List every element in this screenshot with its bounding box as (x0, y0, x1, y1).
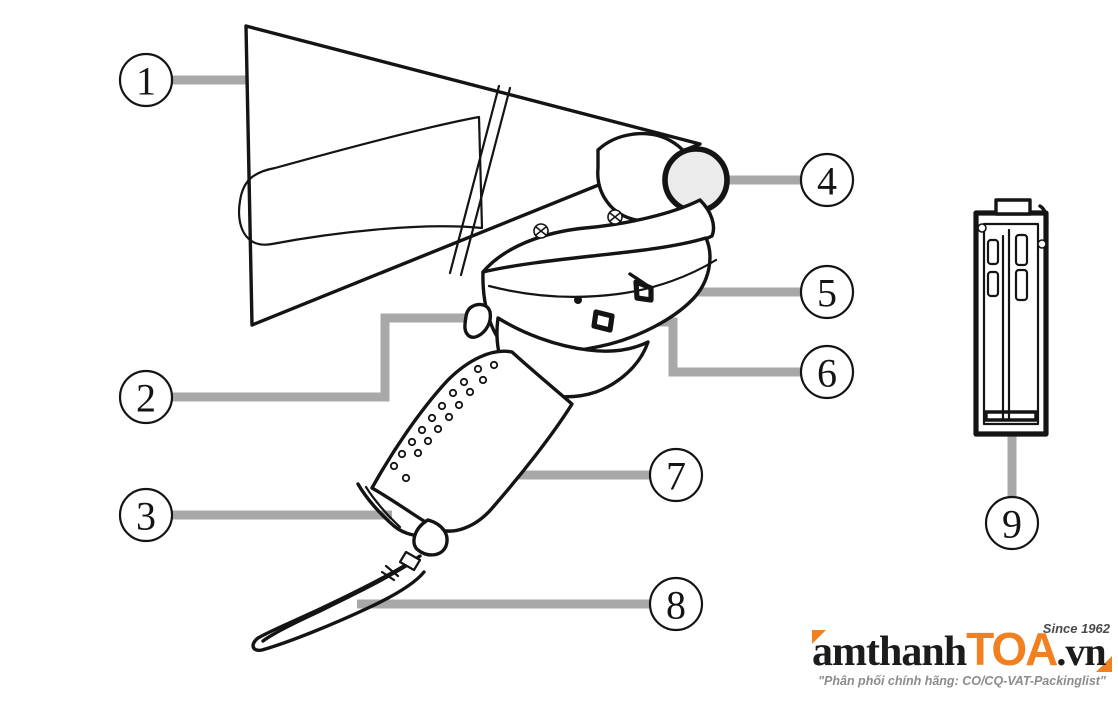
battery-holder-shell (973, 210, 1049, 437)
hand-grip (370, 349, 574, 533)
logo-word-toa: TOA (966, 623, 1058, 675)
callout-1[interactable]: 1 (118, 52, 174, 108)
leader-lines (172, 75, 1017, 609)
callout-circle-8[interactable] (648, 576, 704, 632)
screw-icon-battery-top (977, 223, 987, 233)
body-panel-seam (487, 258, 718, 298)
callout-number-7: 7 (666, 454, 686, 499)
callout-circle-4[interactable] (799, 152, 855, 208)
logo-wordmark: amthanhTOA.vn Since 1962 (812, 622, 1112, 676)
battery-cover-inner-edge (364, 485, 402, 529)
amthanhtoa-logo[interactable]: amthanhTOA.vn Since 1962 "Phân phối chín… (812, 622, 1112, 700)
grip-bottom-cap (412, 518, 449, 557)
callout-9[interactable]: 9 (984, 495, 1040, 551)
horn-flare (244, 24, 702, 327)
callout-number-3: 3 (136, 494, 156, 539)
strap-knot (380, 564, 400, 582)
strap-cinch-toggle (398, 550, 422, 572)
battery-holder-illustration (973, 198, 1049, 437)
battery-contact-4 (1014, 268, 1029, 302)
screw-icon-3 (574, 296, 582, 304)
callout-6[interactable]: 6 (799, 344, 855, 400)
logo-since-text: Since 1962 (1042, 621, 1110, 636)
battery-contact-3 (1014, 233, 1029, 267)
callout-8[interactable]: 8 (648, 576, 704, 632)
horn-seam-left (448, 84, 501, 275)
logo-corner-accent-bottom-right (1096, 656, 1112, 672)
callout-circle-7[interactable] (648, 447, 704, 503)
battery-holder-right-rail (1038, 204, 1049, 234)
trigger-switch (463, 302, 493, 339)
callout-circle-9[interactable] (984, 495, 1040, 551)
battery-holder-bottom-plate (984, 410, 1038, 422)
volume-knob-stem (628, 272, 650, 288)
callout-2[interactable]: 2 (118, 369, 174, 425)
callout-number-9: 9 (1002, 502, 1022, 547)
callout-number-5: 5 (817, 271, 837, 316)
leader-line-2 (172, 313, 480, 402)
logo-word-amthanh: amthanh (812, 629, 967, 675)
callout-number-2: 2 (136, 376, 156, 421)
horn-seam-right (459, 86, 512, 277)
logo-tagline: "Phân phối chính hãng: CO/CQ-VAT-Packing… (818, 674, 1106, 688)
callout-7[interactable]: 7 (648, 447, 704, 503)
battery-holder-inner-frame (982, 222, 1040, 426)
callout-markers: 1 2 3 4 5 6 (118, 52, 1040, 632)
callout-circle-6[interactable] (799, 344, 855, 400)
logo-word-vn: .vn (1056, 629, 1106, 674)
carrying-strap-inner (261, 560, 414, 643)
battery-holder-top-tab (994, 198, 1032, 216)
housing-screws (533, 209, 623, 304)
callout-4[interactable]: 4 (799, 152, 855, 208)
callout-circle-3[interactable] (118, 487, 174, 543)
auxiliary-switch (591, 309, 615, 333)
callout-circle-5[interactable] (799, 264, 855, 320)
callout-number-1: 1 (136, 59, 156, 104)
horn-inner-throat (238, 115, 484, 246)
logo-corner-accent-top-left (812, 630, 826, 644)
callout-circle-2[interactable] (118, 369, 174, 425)
callout-circle-1[interactable] (118, 52, 174, 108)
megaphone-illustration (238, 24, 730, 652)
callout-number-4: 4 (817, 159, 837, 204)
battery-contact-2 (986, 270, 1000, 298)
callout-3[interactable]: 3 (118, 487, 174, 543)
grip-vent-holes (389, 360, 499, 483)
callout-number-6: 6 (817, 351, 837, 396)
callout-number-8: 8 (666, 583, 686, 628)
battery-contact-1 (986, 238, 1000, 266)
callout-5[interactable]: 5 (799, 264, 855, 320)
screw-icon-battery-side (1037, 239, 1047, 249)
